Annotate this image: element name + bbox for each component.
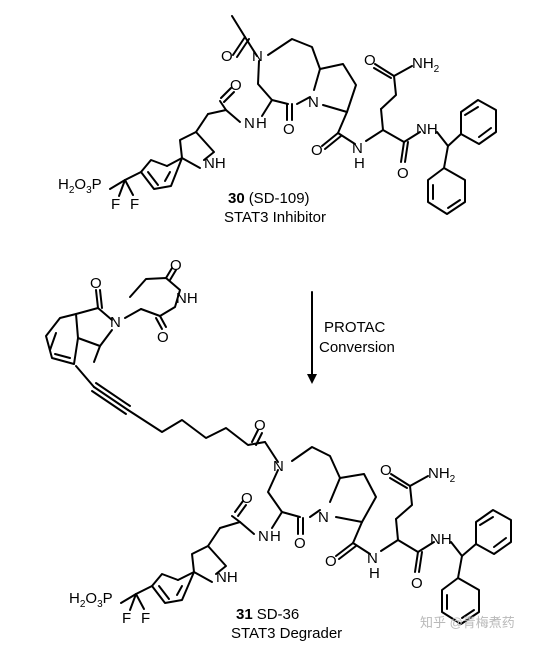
amide-3-nh-label: NH	[416, 121, 438, 138]
arrow-label-line2: Conversion	[319, 339, 395, 356]
amide-2-o-label: O	[311, 142, 323, 159]
conversion-arrow: PROTAC Conversion	[307, 291, 395, 384]
amide-n-label: N	[244, 115, 255, 132]
ring-carbonyl-o-label: O	[283, 121, 295, 138]
fluorine-2-label: F	[141, 610, 150, 627]
compound-31-structure	[45, 267, 512, 625]
compound-30-structure	[109, 15, 497, 215]
glutamine-o-label: O	[380, 462, 392, 479]
indole-nh-label: NH	[216, 569, 238, 586]
ring-carbonyl-o-label: O	[294, 535, 306, 552]
arrow-label-line1: PROTAC	[324, 319, 386, 336]
amide-h-label: H	[270, 528, 281, 545]
compound-31-number: 31	[236, 606, 253, 623]
compound-31-role: STAT3 Degrader	[231, 625, 342, 642]
amide-n-label: N	[258, 528, 269, 545]
glutarimide-o1-label: O	[170, 257, 182, 274]
amide-3-o-label: O	[397, 165, 409, 182]
amide-2-o-label: O	[325, 553, 337, 570]
compound-30-number: 30	[228, 190, 245, 207]
phosphonate-label: H2O3P	[69, 590, 113, 610]
amide-3-nh-label: NH	[430, 531, 452, 548]
proline-n-label: N	[318, 509, 329, 526]
fluorine-2-label: F	[130, 196, 139, 213]
amide-o-label: O	[230, 77, 242, 94]
ring-n-label: N	[273, 458, 284, 475]
compound-30-role: STAT3 Inhibitor	[224, 209, 326, 226]
compound-30-atom-labels: O N N O H N O NH H2O3P F F O N H O NH2 O…	[58, 48, 440, 213]
linker-amide-o-label: O	[254, 417, 266, 434]
glutamine-o-label: O	[364, 52, 376, 69]
indole-nh-label: NH	[204, 155, 226, 172]
isoindolinone-o-label: O	[90, 275, 102, 292]
glutamine-nh2-label: NH2	[428, 465, 456, 485]
acetyl-o-label: O	[221, 48, 233, 65]
ring-n-label: N	[252, 48, 263, 65]
compound-31-alias: SD-36	[257, 606, 300, 623]
svg-text:30(SD-109): 30(SD-109)	[228, 190, 310, 207]
compound-31-atom-labels: O NH O N O O N N O N H O NH H2O3P F F O …	[69, 257, 456, 627]
compound-30-caption: 30(SD-109) STAT3 Inhibitor	[224, 190, 326, 226]
glutamine-nh2-label: NH2	[412, 55, 440, 75]
proline-n-label: N	[308, 94, 319, 111]
amide-2-n-label: N	[367, 550, 378, 567]
watermark: 知乎 @青梅煮药	[420, 615, 515, 630]
fluorine-1-label: F	[122, 610, 131, 627]
amide-2-h-label: H	[354, 155, 365, 172]
phosphonate-h-label: H2O3P	[58, 176, 102, 196]
compound-30-alias: (SD-109)	[249, 190, 310, 207]
glutarimide-nh-label: NH	[176, 290, 198, 307]
fluorine-1-label: F	[111, 196, 120, 213]
amide-nh-label: H	[256, 115, 267, 132]
amide-3-o-label: O	[411, 575, 423, 592]
glutarimide-o2-label: O	[157, 329, 169, 346]
amide-o-label: O	[241, 490, 253, 507]
amide-2-h-label: H	[369, 565, 380, 582]
isoindolinone-n-label: N	[110, 314, 121, 331]
amide-2-nh-label: N	[352, 140, 363, 157]
